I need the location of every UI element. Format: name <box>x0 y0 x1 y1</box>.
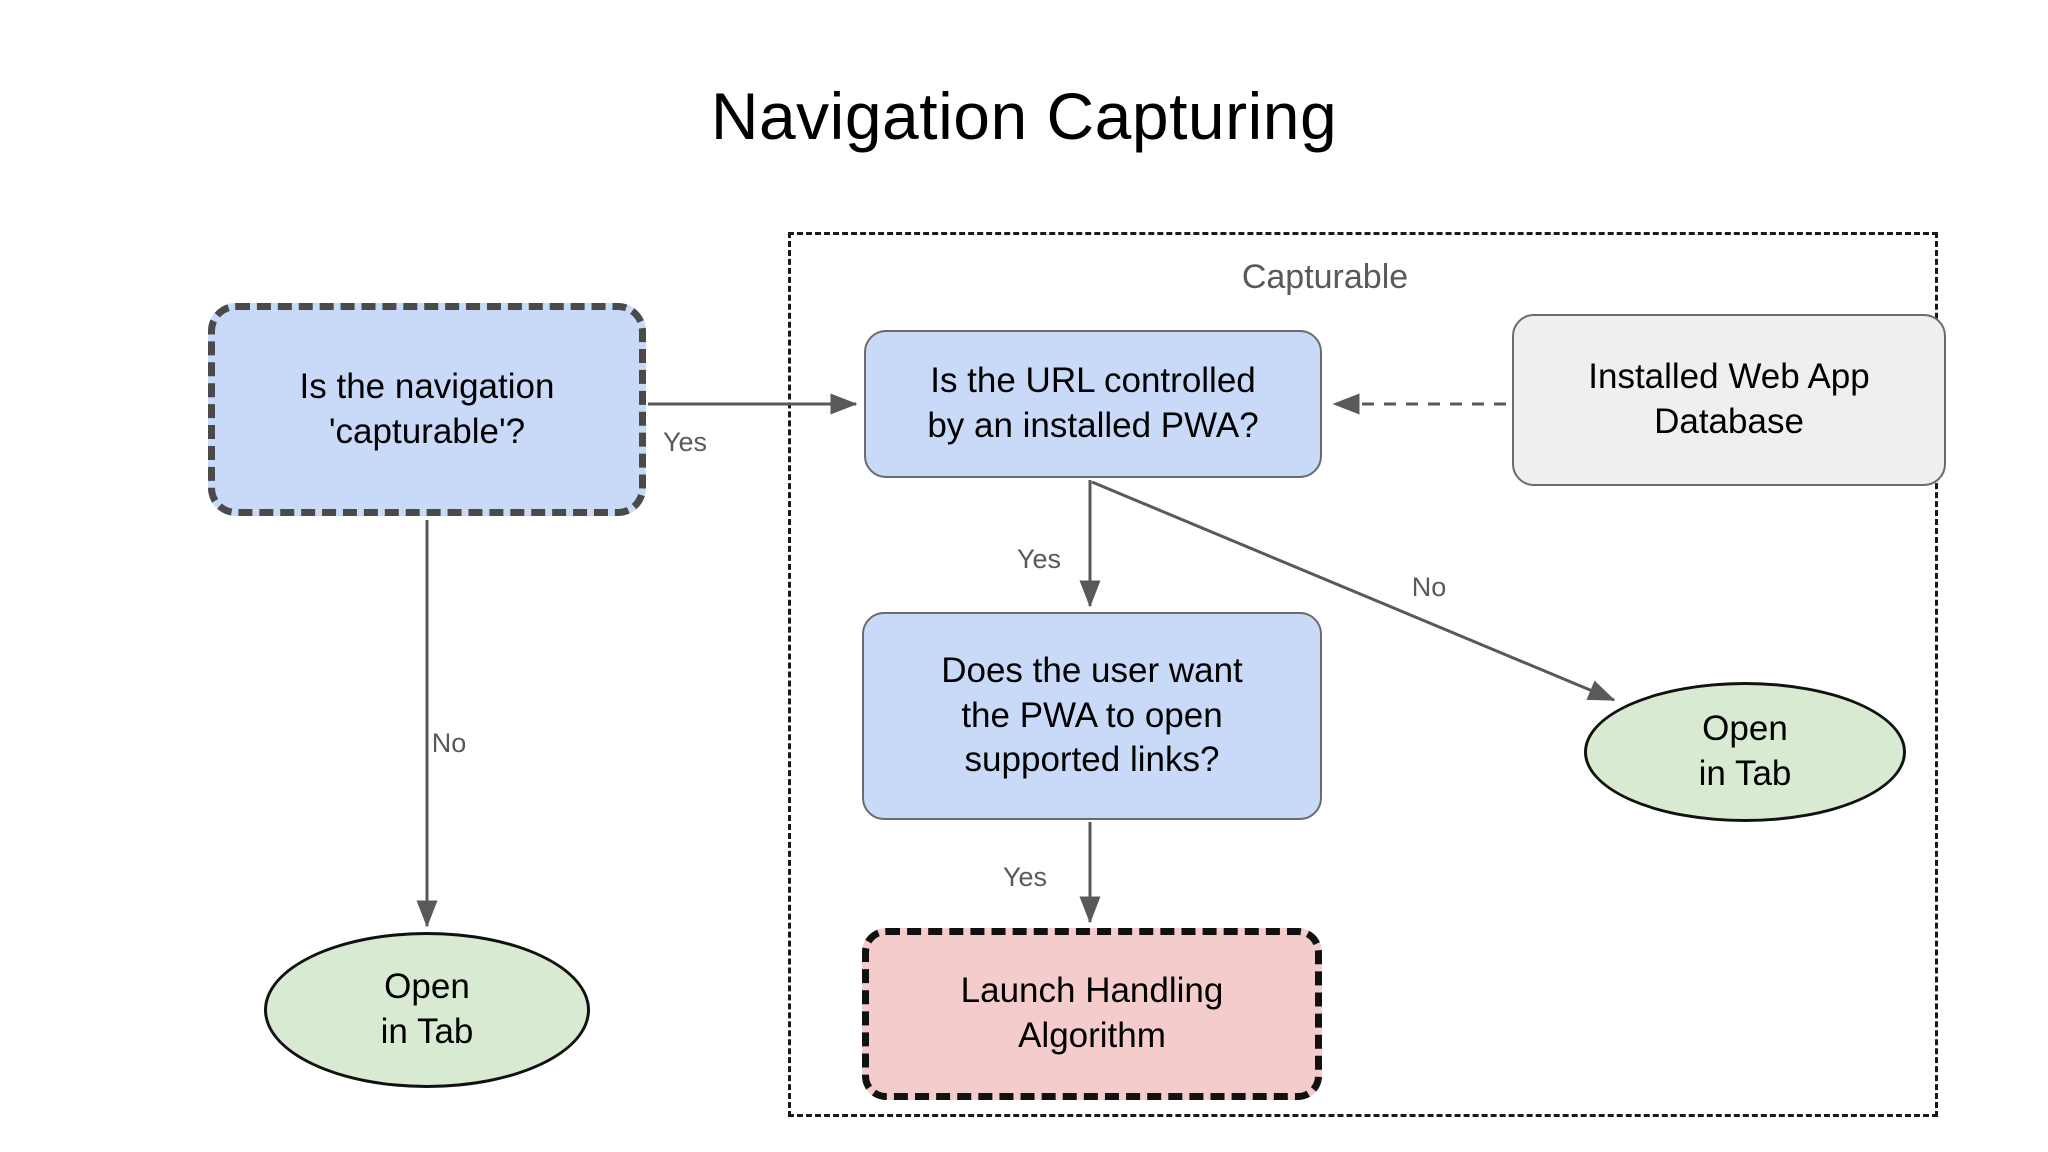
capturable-group-container <box>788 232 1938 1117</box>
edge-label-capturable-yes: Yes <box>662 427 708 457</box>
node-is-navigation-capturable[interactable]: Is the navigation 'capturable'? <box>208 303 646 516</box>
edge-label-url-no: No <box>1411 572 1447 602</box>
node-open-in-tab-right[interactable]: Open in Tab <box>1584 682 1906 822</box>
edge-label-capturable-no: No <box>431 728 467 758</box>
capturable-group-label: Capturable <box>1241 258 1409 296</box>
node-installed-web-app-database[interactable]: Installed Web App Database <box>1512 314 1946 486</box>
edge-url-no <box>1091 480 1616 702</box>
node-launch-handling-algorithm[interactable]: Launch Handling Algorithm <box>862 928 1322 1100</box>
node-does-user-want-pwa[interactable]: Does the user want the PWA to open suppo… <box>862 612 1322 820</box>
node-open-in-tab-left[interactable]: Open in Tab <box>264 932 590 1088</box>
node-is-url-controlled[interactable]: Is the URL controlled by an installed PW… <box>864 330 1322 478</box>
edge-label-user-yes: Yes <box>1002 862 1048 892</box>
edge-label-url-yes: Yes <box>1016 544 1062 574</box>
page-title: Navigation Capturing <box>710 79 1338 153</box>
